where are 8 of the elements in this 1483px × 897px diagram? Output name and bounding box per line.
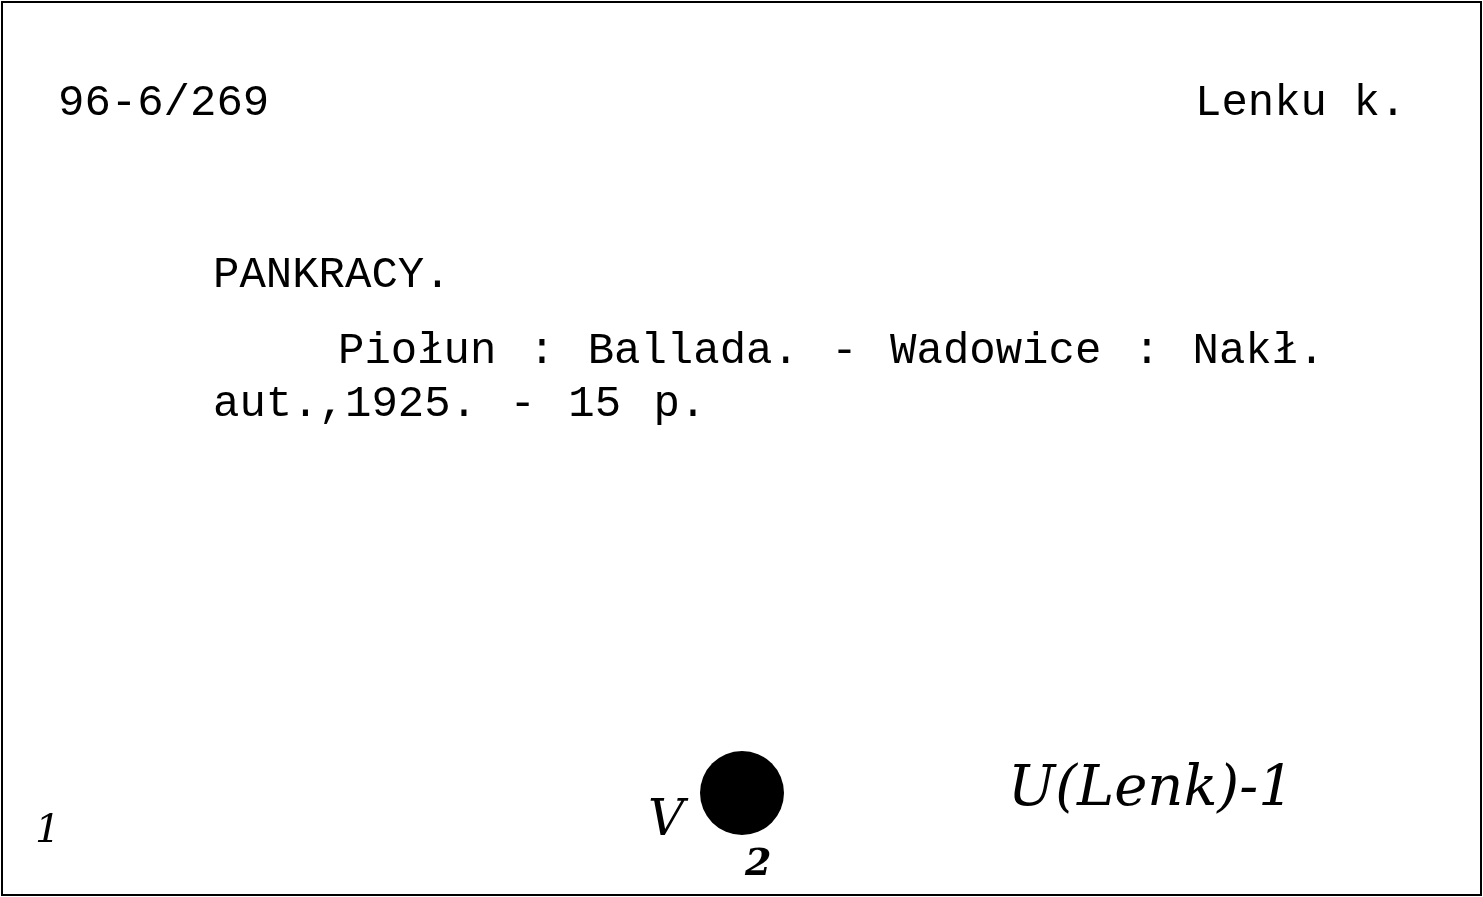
catalog-entry: Piołun : Ballada. - Wadowice : Nakł. aut.,1925. - 15 p. <box>213 325 1326 431</box>
handwritten-note: U(Lenk)-1 <box>1008 758 1294 814</box>
author-heading: PANKRACY. <box>213 253 451 297</box>
handwritten-note: 1 <box>35 808 61 848</box>
handwritten-number: 2 <box>745 843 772 881</box>
call-number: 96-6/269 <box>58 81 270 125</box>
heading-text: Lenku k. <box>1195 81 1407 125</box>
punched-hole <box>700 751 784 835</box>
